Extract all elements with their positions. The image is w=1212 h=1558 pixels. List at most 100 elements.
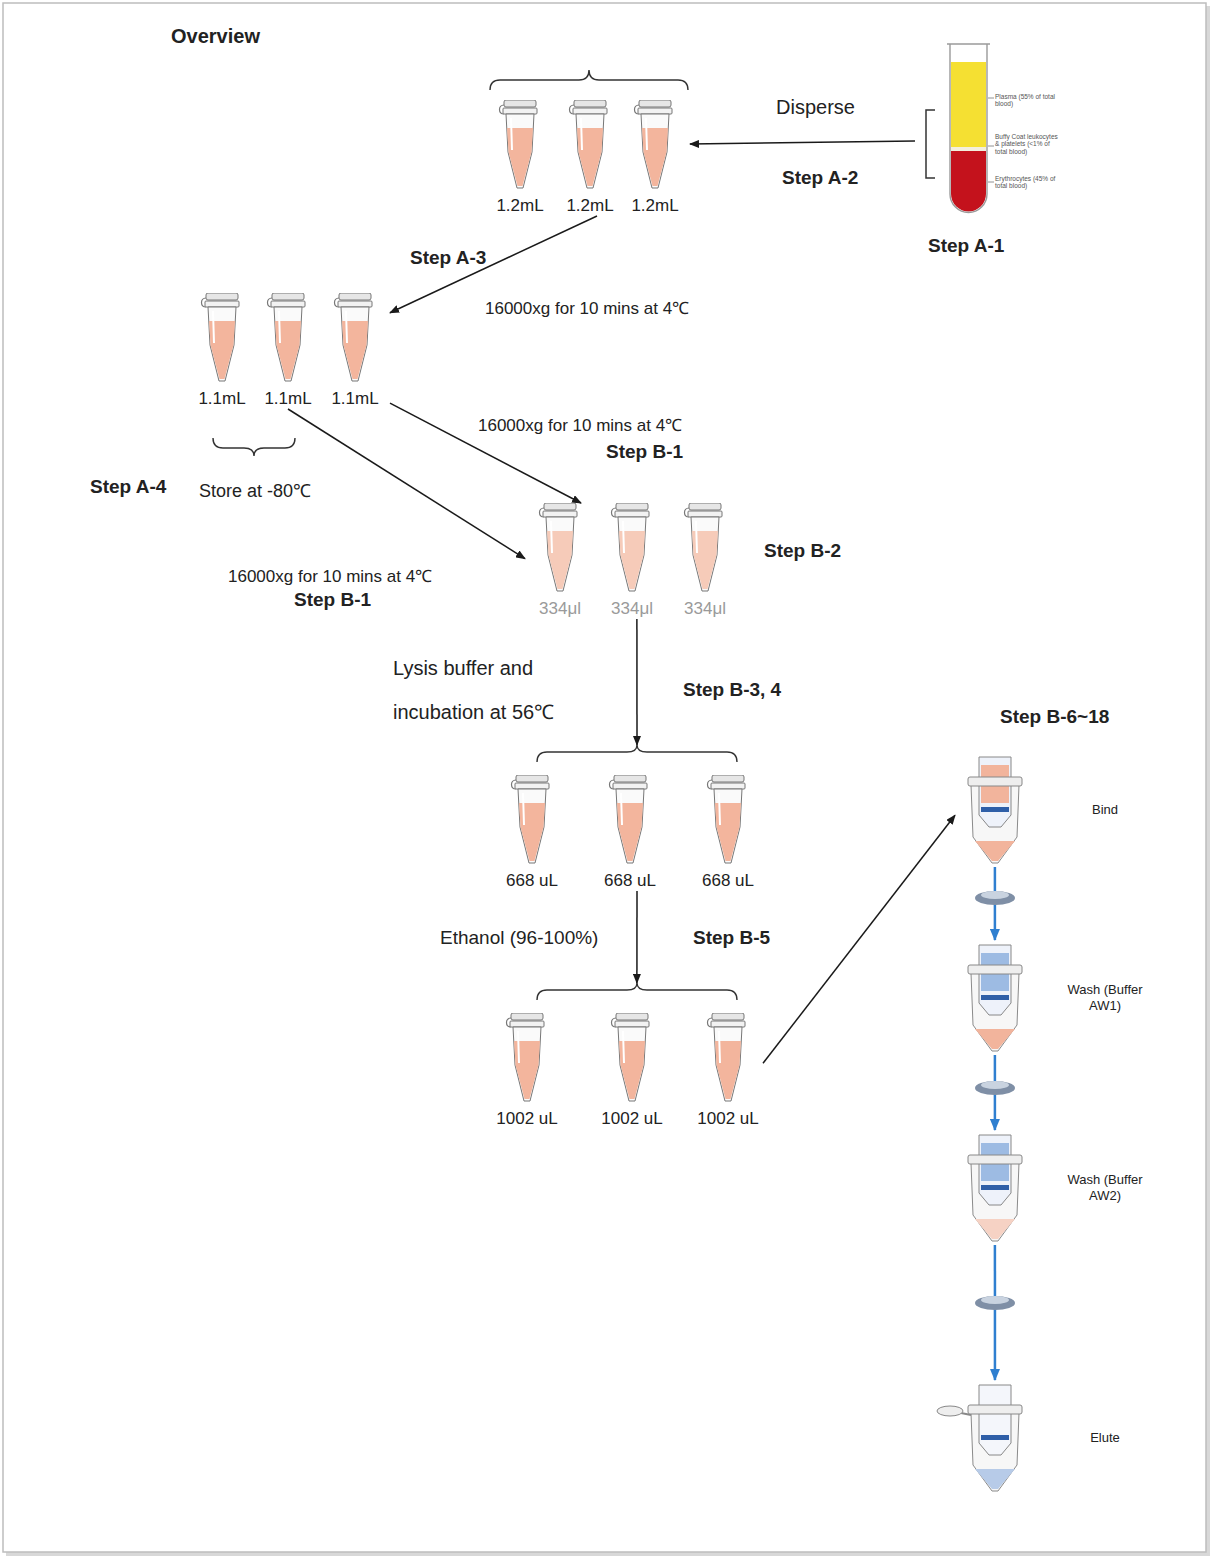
spin-column-icon bbox=[965, 755, 1025, 865]
tube-shine bbox=[551, 521, 552, 553]
tube-body bbox=[618, 517, 646, 591]
tube-outline bbox=[950, 44, 987, 213]
column-rim bbox=[968, 1405, 1022, 1414]
tube-body bbox=[506, 114, 534, 188]
tube-rim bbox=[338, 301, 372, 307]
microtube-icon bbox=[610, 503, 654, 595]
step-label: Step B-1 bbox=[606, 441, 683, 463]
flow-through bbox=[975, 1219, 1015, 1239]
layer-label: Plasma (55% of total blood) bbox=[995, 93, 1059, 108]
step-label: Step A-4 bbox=[90, 476, 166, 498]
tube-shine bbox=[623, 521, 624, 553]
microtube: 334μl bbox=[670, 503, 740, 619]
step-label: Bind bbox=[1065, 802, 1145, 818]
column-group bbox=[968, 757, 1022, 863]
tube-cap bbox=[616, 503, 648, 510]
erythrocyte-layer bbox=[951, 151, 986, 211]
tube-cap bbox=[504, 100, 536, 107]
centrifuge-icon bbox=[975, 891, 1015, 905]
plasma-layer bbox=[951, 62, 986, 147]
microtube: 668 uL bbox=[595, 745, 665, 891]
microtube-icon bbox=[200, 293, 244, 385]
step-label: Step B-1 bbox=[294, 589, 371, 611]
blood-sample-tube: Plasma (55% of total blood) Buffy Coat le… bbox=[915, 42, 1065, 222]
microtube: 1002 uL bbox=[693, 983, 763, 1129]
flow-arrow bbox=[763, 815, 955, 1063]
column-body bbox=[979, 945, 1011, 1015]
tube-rim bbox=[503, 108, 537, 114]
microtube-icon bbox=[608, 775, 652, 867]
step-label: Wash (Buffer AW1) bbox=[1065, 982, 1145, 1013]
layer-label: Buffy Coat leukocytes & platelets (<1% o… bbox=[995, 133, 1059, 155]
step-label: Wash (Buffer AW2) bbox=[1065, 1172, 1145, 1203]
tube-cap bbox=[614, 775, 646, 782]
tube-cap bbox=[639, 100, 671, 107]
step-label: Store at -80℃ bbox=[199, 478, 311, 502]
brace bbox=[213, 438, 295, 456]
diagram-title: Overview bbox=[171, 25, 260, 48]
layer-bracket bbox=[926, 110, 935, 178]
tube-rim bbox=[205, 301, 239, 307]
tube-body bbox=[513, 1027, 541, 1101]
tube-rim bbox=[613, 783, 647, 789]
tube-shine bbox=[581, 118, 582, 150]
microtube: 668 uL bbox=[497, 745, 567, 891]
tube-cap bbox=[511, 1013, 543, 1020]
spin-column-step: Bind bbox=[955, 752, 1145, 867]
silica-membrane bbox=[981, 995, 1009, 1000]
tube-rim bbox=[711, 1021, 745, 1027]
spin-column-step: Wash (Buffer AW2) bbox=[955, 1130, 1145, 1245]
spin-column-icon bbox=[935, 1383, 1025, 1493]
step-label: Step A-3 bbox=[410, 247, 486, 269]
rotor bbox=[975, 1081, 1015, 1095]
microtube-icon bbox=[706, 1013, 750, 1105]
step-label: Step B-5 bbox=[693, 927, 770, 949]
microtube: 1.1mL bbox=[187, 293, 257, 409]
tube-cap bbox=[339, 293, 371, 300]
column-body bbox=[979, 1385, 1011, 1455]
volume-label: 1002 uL bbox=[492, 1109, 562, 1129]
column-group bbox=[968, 1385, 1022, 1491]
flow-through bbox=[975, 1029, 1015, 1049]
flow-through bbox=[975, 841, 1015, 861]
tube-cap bbox=[574, 100, 606, 107]
tube-body bbox=[546, 517, 574, 591]
step-label: Step B-3, 4 bbox=[683, 679, 781, 701]
tube-cap bbox=[206, 293, 238, 300]
microtube: 334μl bbox=[525, 503, 595, 619]
microtube-icon bbox=[498, 100, 542, 192]
layer-label: Erythrocytes (45% of total blood) bbox=[995, 175, 1059, 190]
volume-label: 334μl bbox=[670, 599, 740, 619]
tube-body bbox=[576, 114, 604, 188]
tube-shine bbox=[719, 1031, 720, 1063]
tube-cap bbox=[712, 1013, 744, 1020]
microtube-icon bbox=[633, 100, 677, 192]
microtube-icon bbox=[266, 293, 310, 385]
volume-label: 1.2mL bbox=[620, 196, 690, 216]
microtube-icon bbox=[538, 503, 582, 595]
tube-rim bbox=[271, 301, 305, 307]
tube-shine bbox=[646, 118, 647, 150]
column-body bbox=[979, 1135, 1011, 1205]
brace bbox=[537, 745, 737, 762]
volume-label: 668 uL bbox=[693, 871, 763, 891]
microtube: 1.2mL bbox=[620, 100, 690, 216]
brace bbox=[490, 70, 688, 90]
layer-ticks bbox=[988, 98, 994, 182]
rotor-top bbox=[981, 1296, 1009, 1304]
microtube: 1.2mL bbox=[485, 100, 555, 216]
tube-body bbox=[691, 517, 719, 591]
volume-label: 334μl bbox=[597, 599, 667, 619]
tube-rim bbox=[688, 511, 722, 517]
tube-rim bbox=[711, 783, 745, 789]
tube-shine bbox=[523, 793, 524, 825]
volume-label: 668 uL bbox=[497, 871, 567, 891]
microtube: 1.1mL bbox=[320, 293, 390, 409]
step-label: Step B-6~18 bbox=[1000, 706, 1109, 728]
microtube-icon bbox=[706, 775, 750, 867]
rotor-top bbox=[981, 1081, 1009, 1089]
microtube: 1.2mL bbox=[555, 100, 625, 216]
tube-rim bbox=[510, 1021, 544, 1027]
tube-cap bbox=[272, 293, 304, 300]
blood-tube-illustration bbox=[915, 42, 1065, 222]
